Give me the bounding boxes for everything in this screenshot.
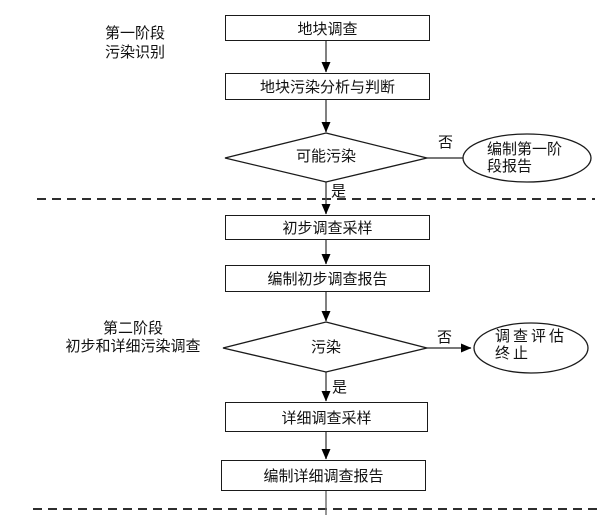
terminator1-label: 编制第一阶 段报告 [487, 141, 562, 175]
stage1-label-line1: 第一阶段 [104, 24, 165, 42]
process-box-detailed-sampling: 详细调查采样 [225, 402, 428, 432]
process-box-preliminary-sampling: 初步调查采样 [225, 215, 430, 240]
process-box-detailed-sampling-label: 详细调查采样 [281, 408, 372, 427]
stage2-label-line2: 初步和详细污染调查 [65, 337, 201, 355]
process-box-pollution-analysis: 地块污染分析与判断 [225, 73, 430, 100]
process-box-site-survey-label: 地块调查 [297, 19, 358, 38]
process-box-preliminary-sampling-label: 初步调查采样 [282, 219, 373, 237]
terminator2-label-line1: 调查评估 [495, 327, 568, 345]
terminator2-label: 调查评估 终止 [495, 328, 567, 362]
edge-label-yes-1: 是 [331, 182, 347, 200]
decision-diamond-possible-pollution [224, 132, 428, 183]
process-box-detailed-report: 编制详细调查报告 [221, 460, 426, 491]
edge-label-no-2: 否 [437, 328, 453, 346]
edge-label-yes-2: 是 [332, 378, 348, 396]
process-box-preliminary-report: 编制初步调查报告 [225, 265, 430, 292]
process-box-detailed-report-label: 编制详细调查报告 [263, 467, 384, 485]
process-box-pollution-analysis-label: 地块污染分析与判断 [259, 78, 395, 96]
edge-label-no-1: 否 [438, 133, 454, 151]
terminator-ellipse-phase1-report [462, 133, 592, 183]
decision-diamond-pollution [222, 321, 428, 373]
terminator1-label-line2: 段报告 [487, 157, 533, 175]
stage1-label: 第一阶段 污染识别 [100, 24, 170, 62]
stage1-label-line2: 污染识别 [104, 43, 165, 61]
decision2-label: 污染 [310, 338, 341, 356]
terminator-ellipse-investigation-end [473, 322, 589, 374]
terminator2-label-line2: 终止 [495, 344, 532, 362]
terminator1-label-line1: 编制第一阶 [487, 140, 563, 158]
process-box-preliminary-report-label: 编制初步调查报告 [267, 270, 388, 288]
stage2-label-line1: 第二阶段 [102, 319, 163, 337]
stage2-label: 第二阶段 初步和详细污染调查 [62, 319, 204, 355]
decision1-label: 可能污染 [295, 147, 356, 165]
process-box-site-survey: 地块调查 [225, 15, 430, 41]
